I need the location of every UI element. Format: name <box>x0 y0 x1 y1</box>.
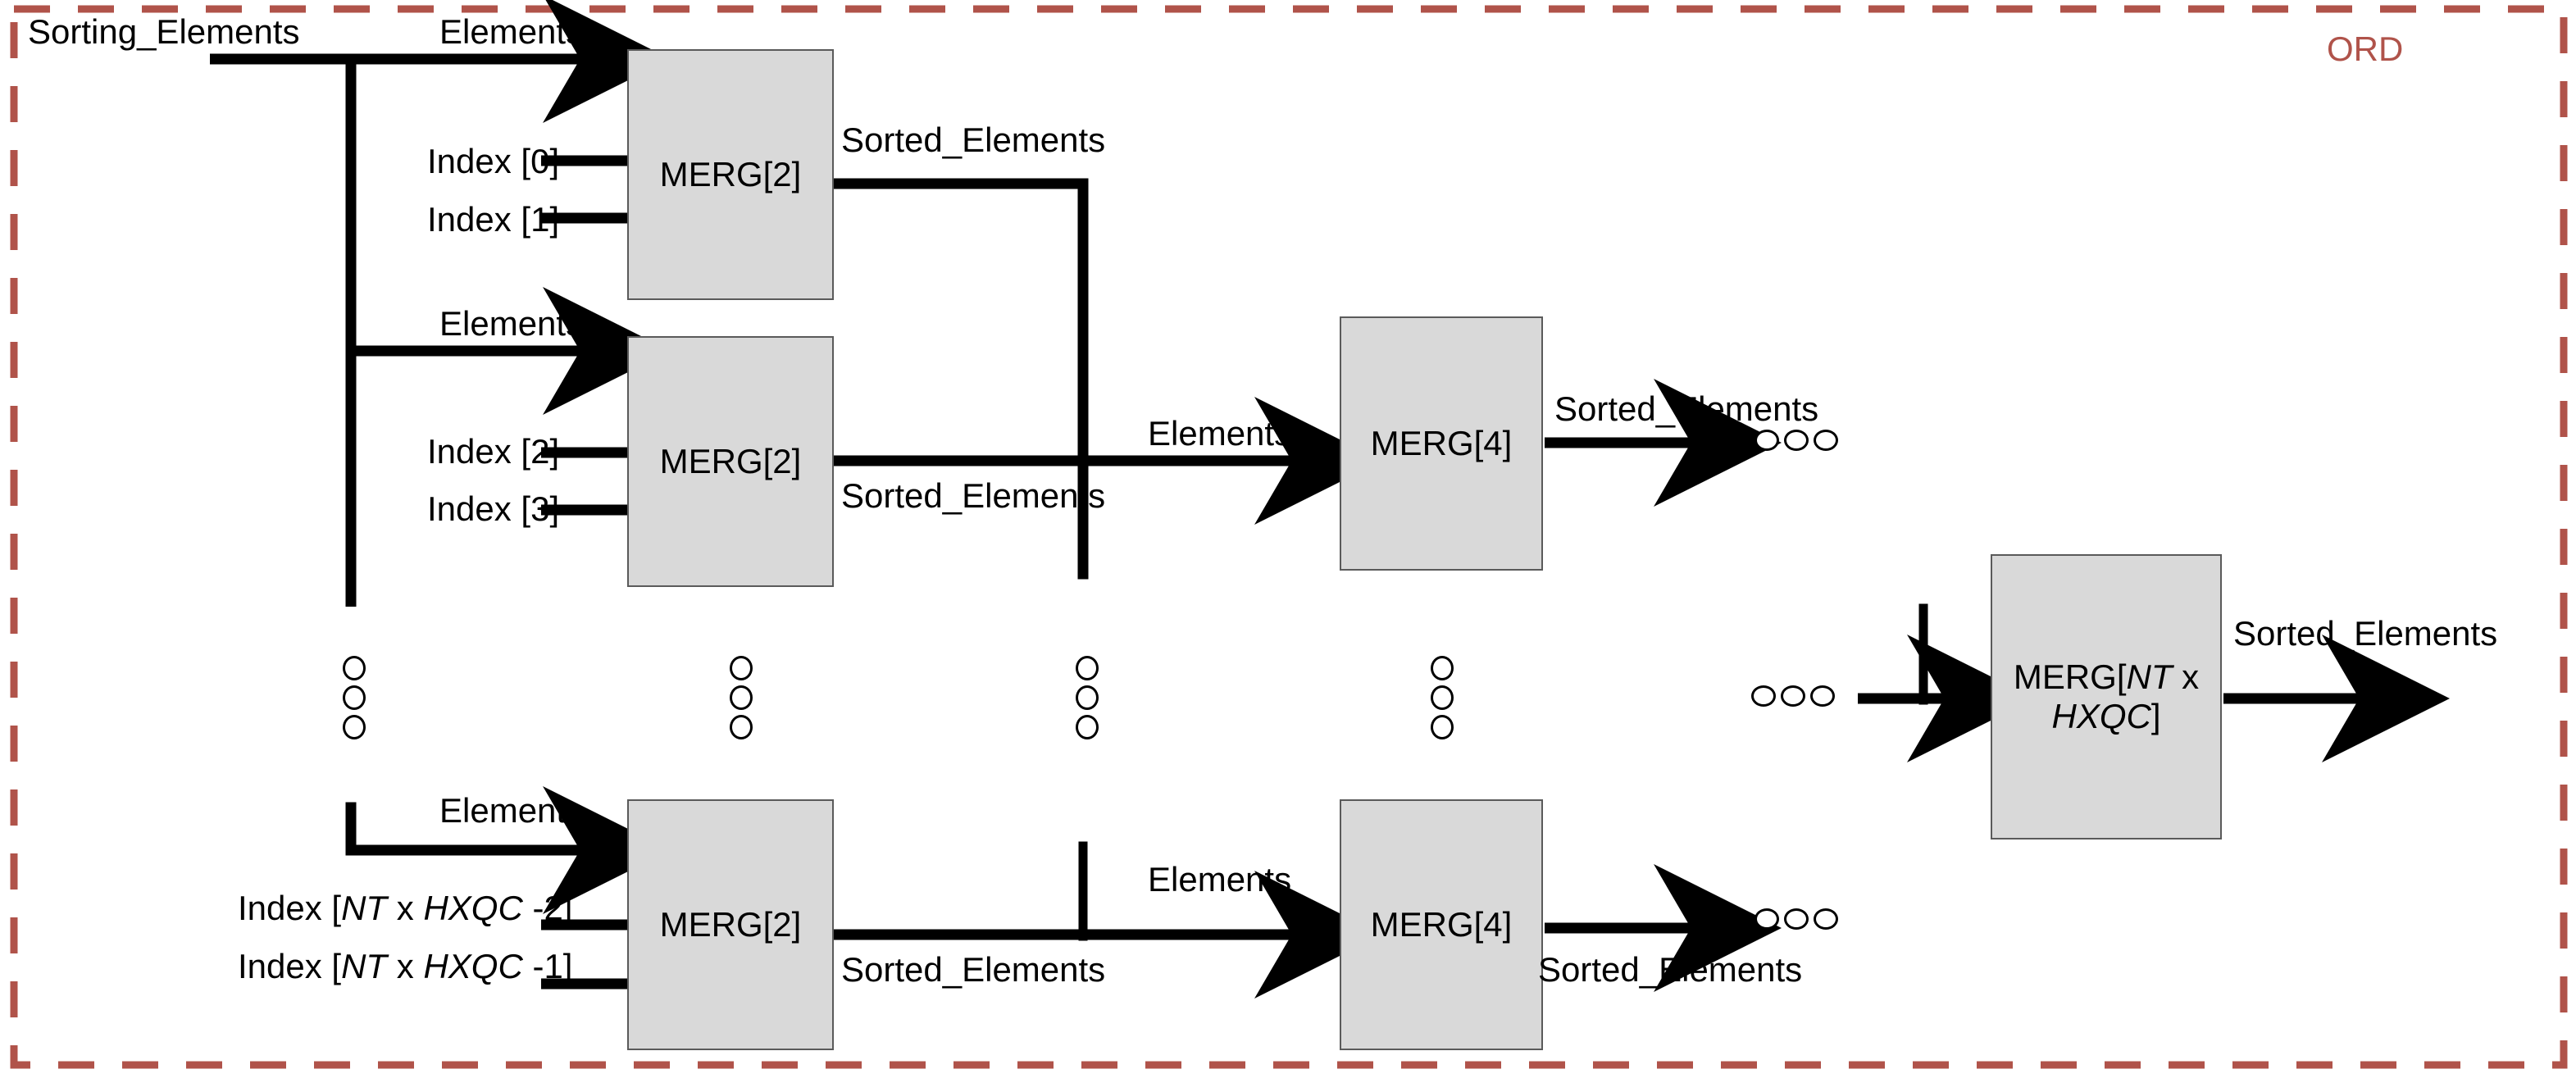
label-index-1: Index [1] <box>427 200 560 239</box>
index-n2-suffix: -2] <box>522 889 573 927</box>
label-index-2: Index [2] <box>427 432 560 471</box>
block-merg2-last[interactable]: MERG[2] <box>627 799 834 1050</box>
label-sorted-elements-mid: Sorted_Elements <box>841 476 1106 515</box>
label-index-n-minus-2: Index [NT x HXQC -2] <box>238 891 572 926</box>
ellipsis-dot <box>1431 685 1454 710</box>
ellipsis-dot <box>1076 656 1099 680</box>
ellipsis-column-merg2 <box>730 656 753 739</box>
ellipsis-dot <box>1751 685 1776 707</box>
ellipsis-dot <box>1431 715 1454 739</box>
ellipsis-dot <box>1781 685 1805 707</box>
index-n1-suffix: -1] <box>522 947 573 985</box>
ellipsis-row-output-bottom <box>1755 908 1838 930</box>
ellipsis-dot <box>343 685 366 710</box>
label-index-3: Index [3] <box>427 489 560 528</box>
ellipsis-dot <box>1755 908 1779 930</box>
label-elements-top: Elements <box>439 12 584 51</box>
label-sorted-elements-final: Sorted_Elements <box>2233 614 2498 653</box>
ellipsis-dot <box>1755 430 1779 451</box>
label-elements-merg4-top: Elements <box>1148 414 1292 453</box>
index-n1-sym1: NT <box>341 947 388 985</box>
block-merg2-0-label: MERG[2] <box>659 154 802 193</box>
block-merg-final-suffix: ] <box>2150 697 2161 735</box>
label-sorting-elements: Sorting_Elements <box>28 12 300 51</box>
ellipsis-column-route <box>1076 656 1099 739</box>
block-merg2-1-label: MERG[2] <box>659 441 802 480</box>
block-merg4-last[interactable]: MERG[4] <box>1340 799 1543 1050</box>
label-elements-bottom: Elements <box>439 791 584 830</box>
block-merg4-0-label: MERG[4] <box>1370 423 1513 462</box>
block-merg2-0[interactable]: MERG[2] <box>627 49 834 300</box>
label-sorted-elements-top: Sorted_Elements <box>841 121 1106 159</box>
ellipsis-row-final-input <box>1751 685 1835 707</box>
ellipsis-dot <box>1814 908 1838 930</box>
ellipsis-column-bus <box>343 656 366 739</box>
block-merg2-last-label: MERG[2] <box>659 904 802 944</box>
index-n1-prefix: Index [ <box>238 947 342 985</box>
block-merg-final-prefix: MERG[ <box>2013 657 2127 696</box>
block-merg-final-label: MERG[NT x HXQC] <box>2014 657 2199 737</box>
ellipsis-column-merg4 <box>1431 656 1454 739</box>
index-n2-sym2: HXQC <box>423 889 523 927</box>
ord-label: ORD <box>2327 30 2404 68</box>
ellipsis-dot <box>730 656 753 680</box>
index-n2-prefix: Index [ <box>238 889 342 927</box>
ellipsis-row-output-top <box>1755 430 1838 451</box>
block-merg4-0[interactable]: MERG[4] <box>1340 316 1543 571</box>
ellipsis-dot <box>1810 685 1835 707</box>
ellipsis-dot <box>730 715 753 739</box>
ellipsis-dot <box>1076 685 1099 710</box>
block-merg-final[interactable]: MERG[NT x HXQC] <box>1991 554 2222 839</box>
label-sorted-elements-merg4-bottom: Sorted_Elements <box>1538 950 1803 989</box>
label-index-n-minus-1: Index [NT x HXQC -1] <box>238 949 572 984</box>
block-merg-final-sym2: HXQC <box>2051 697 2151 735</box>
wire-sorted-top-route <box>828 178 1089 580</box>
index-n1-x: x <box>387 947 424 985</box>
ellipsis-dot <box>1784 908 1809 930</box>
label-sorted-elements-merg4-top: Sorted_Elements <box>1554 389 1819 428</box>
label-elements-merg4-bottom: Elements <box>1148 860 1292 899</box>
index-n1-sym2: HXQC <box>423 947 523 985</box>
ellipsis-dot <box>1784 430 1809 451</box>
block-merg4-last-label: MERG[4] <box>1370 904 1513 944</box>
ellipsis-dot <box>1431 656 1454 680</box>
block-merg-final-sym1: NT <box>2126 657 2173 696</box>
ellipsis-dot <box>1814 430 1838 451</box>
ellipsis-dot <box>730 685 753 710</box>
label-index-0: Index [0] <box>427 142 560 180</box>
ellipsis-dot <box>343 656 366 680</box>
label-sorted-elements-bottom: Sorted_Elements <box>841 950 1106 989</box>
block-merg2-1[interactable]: MERG[2] <box>627 336 834 587</box>
ellipsis-dot <box>1076 715 1099 739</box>
index-n2-sym1: NT <box>341 889 388 927</box>
label-elements-mid: Elements <box>439 304 584 343</box>
index-n2-x: x <box>387 889 424 927</box>
block-merg-final-mid: x <box>2172 657 2200 696</box>
ord-boundary <box>10 5 2568 1069</box>
ellipsis-dot <box>343 715 366 739</box>
